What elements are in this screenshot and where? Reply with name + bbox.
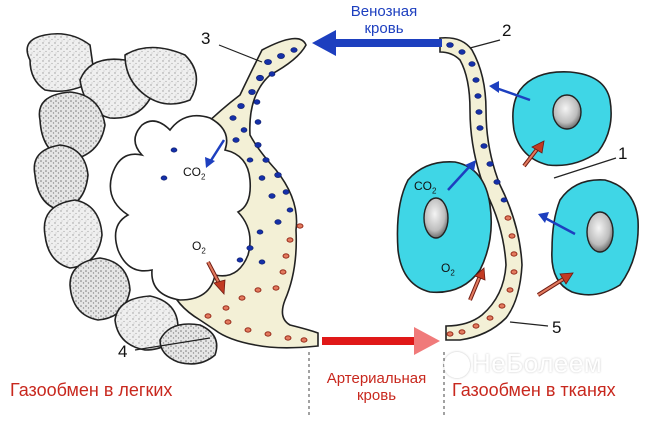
tissue-cell-top (513, 72, 611, 166)
watermark-logo-icon (444, 352, 470, 378)
arterial-blood-label: Артериальная кровь (310, 370, 443, 405)
arterial-blood-arrow (322, 327, 440, 355)
arterial-blood-line-1: Артериальная (310, 370, 443, 387)
watermark-text: НеБолеем (472, 350, 602, 376)
tissue-co2-base: CO (414, 179, 432, 193)
tissue-co2-label: CO2 (414, 180, 436, 195)
tissue-o2-label: O2 (441, 262, 455, 277)
label-5: 5 (552, 319, 561, 336)
lung-co2-label: CO2 (183, 166, 205, 181)
label-4: 4 (118, 343, 127, 360)
lung-o2-sub: 2 (201, 246, 205, 255)
venous-blood-line-1: Венозная (334, 4, 434, 21)
venous-blood-line-2: кровь (334, 21, 434, 38)
lung-o2-base: O (192, 239, 201, 253)
tissue-o2-base: O (441, 261, 450, 275)
arterial-blood-line-2: кровь (310, 387, 443, 404)
caption-lungs: Газообмен в легких (10, 381, 172, 399)
tissue-co2-sub: 2 (432, 186, 436, 195)
caption-tissues: Газообмен в тканях (452, 381, 616, 399)
label-3: 3 (201, 30, 210, 47)
lung-o2-label: O2 (192, 240, 206, 255)
label-1: 1 (618, 145, 627, 162)
label-2: 2 (502, 22, 511, 39)
venous-blood-label: Венозная кровь (334, 4, 434, 37)
lung-co2-sub: 2 (201, 172, 205, 181)
tissue-o2-sub: 2 (450, 268, 454, 277)
lung-co2-base: CO (183, 165, 201, 179)
